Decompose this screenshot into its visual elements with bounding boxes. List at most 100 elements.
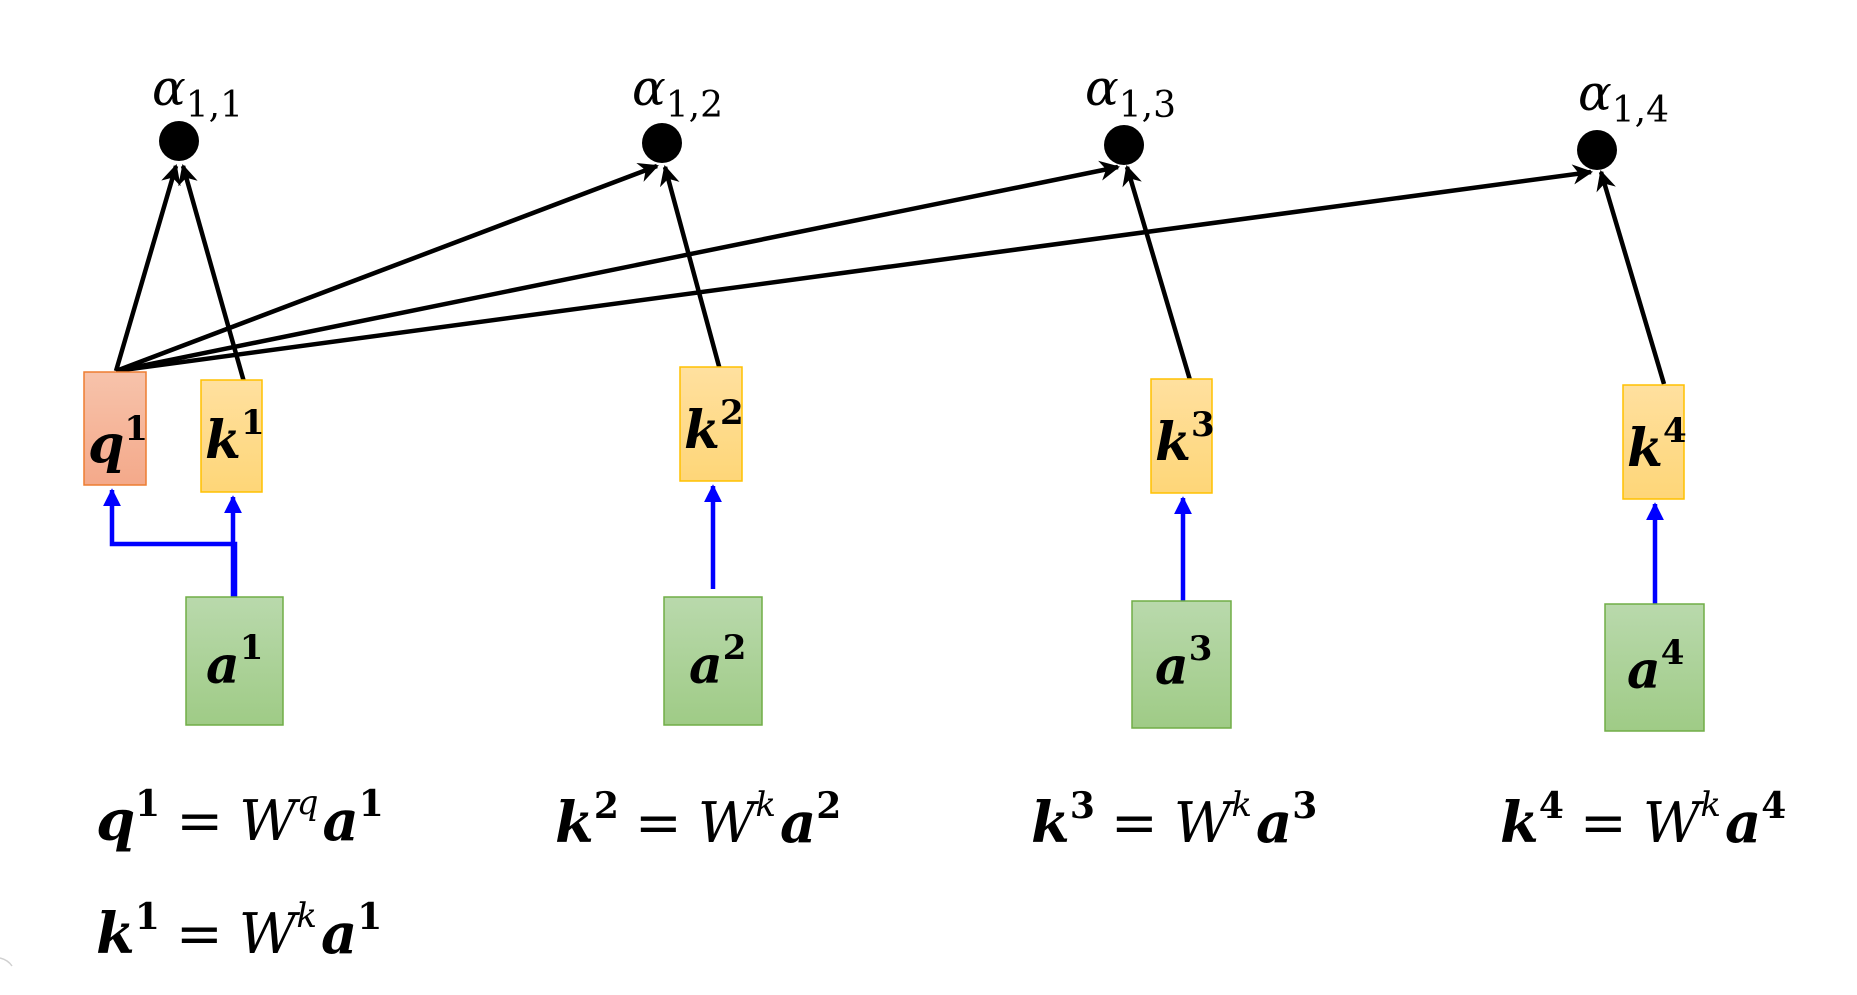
eq-weight-sup: q [297,783,319,823]
eq-lhs: q [96,788,135,854]
edge-k3-alpha13 [1122,165,1193,381]
alpha-subscript: 1,1 [186,85,243,126]
alpha-label-14: α1,4 [1578,64,1669,131]
eq-weight: W [239,789,301,854]
eq-rhs: a [780,790,816,856]
eq-lhs-sup: 1 [135,896,160,938]
eq-rhs-sup: 1 [359,783,384,825]
key-symbol: k [205,410,241,471]
input-box-a4: a4 [1604,603,1705,732]
key-box-k2: k2 [679,366,744,482]
input-box-a1: a1 [185,596,284,726]
edge-q1-alpha14 [115,164,1594,374]
eq-rhs-sup: 3 [1292,785,1317,827]
eq-sign: = [1580,791,1627,856]
projection-arrows [103,484,1664,606]
query-sup: 1 [124,409,148,449]
eq-rhs-sup: 4 [1761,785,1786,827]
key-box-k1: k1 [200,379,265,493]
edge-k4-alpha14 [1596,170,1667,385]
key-label: k1 [205,403,265,471]
eq-weight-sup: k [1231,785,1252,825]
input-symbol: a [1627,640,1661,701]
score-nodes [159,121,1617,170]
alpha-label-11: α1,1 [152,59,243,126]
eq-lhs: k [1500,790,1539,856]
input-sup: 4 [1661,633,1685,673]
alpha-symbol: α [632,59,666,117]
key-symbol: k [1155,412,1191,473]
alpha-label-12: α1,2 [632,59,723,126]
eq-lhs: k [1031,790,1070,856]
input-symbol: a [1155,636,1189,697]
equation-k1: k1=Wka1 [96,896,382,967]
edge-q1-alpha13 [115,160,1120,374]
alpha-symbol: α [1085,59,1119,117]
query-label: q1 [88,409,148,475]
input-label: a4 [1627,633,1684,701]
key-sup: 3 [1191,405,1215,445]
key-label: k2 [684,393,744,461]
score-node-alpha11 [159,121,199,161]
eq-sign: = [1111,791,1158,856]
input-sup: 2 [723,628,747,668]
key-label: k4 [1627,411,1687,479]
eq-rhs: a [321,901,357,967]
corner-arc [0,957,13,967]
alpha-symbol: α [1578,64,1612,122]
eq-weight-sup: k [296,896,317,936]
eq-lhs-sup: 2 [594,785,619,827]
alpha-subscript: 1,3 [1119,85,1176,126]
key-sup: 1 [241,403,265,443]
input-label: a1 [206,628,263,696]
equation-k3: k3=Wka3 [1031,785,1317,856]
equation-k4: k4=Wka4 [1500,785,1786,856]
input-sup: 3 [1189,629,1213,669]
input-symbol: a [689,635,723,696]
score-node-alpha14 [1577,130,1617,170]
eq-lhs: k [96,901,135,967]
alpha-subscript: 1,4 [1612,90,1669,131]
edge-k2-alpha12 [659,165,723,371]
edge-q1-alpha11 [113,164,181,372]
score-arrows [113,160,1667,385]
eq-weight: W [1643,791,1705,856]
input-box-a2: a2 [663,596,763,726]
score-node-alpha12 [642,123,682,163]
alpha-label-13: α1,3 [1085,59,1176,126]
alpha-symbol: α [152,59,186,117]
key-symbol: k [1627,418,1663,479]
key-box-k3: k3 [1150,378,1215,494]
input-label: a3 [1155,629,1212,697]
eq-sign: = [176,902,223,967]
equation-q1: q1=Wqa1 [96,783,384,854]
eq-rhs: a [1256,790,1292,856]
query-box-q1: q1 [83,371,148,486]
eq-rhs-sup: 1 [357,896,382,938]
key-symbol: k [684,400,720,461]
eq-weight-sup: k [755,785,776,825]
eq-lhs-sup: 3 [1070,785,1095,827]
edge-a1-q1 [103,488,238,598]
eq-lhs-sup: 4 [1539,785,1564,827]
eq-weight: W [1174,791,1236,856]
key-label: k3 [1155,405,1215,473]
key-sup: 4 [1663,411,1687,451]
eq-lhs-sup: 1 [135,783,160,825]
key-sup: 2 [720,393,744,433]
score-node-alpha13 [1104,125,1144,165]
eq-lhs: k [555,790,594,856]
edge-q1-alpha12 [115,162,659,374]
key-box-k4: k4 [1622,384,1687,500]
eq-rhs: a [322,788,358,854]
eq-weight: W [239,902,301,967]
eq-rhs: a [1725,790,1761,856]
input-label: a2 [689,628,746,696]
input-sup: 1 [240,628,264,668]
eq-rhs-sup: 2 [816,785,841,827]
equation-k2: k2=Wka2 [555,785,841,856]
query-symbol: q [88,414,124,475]
eq-weight: W [698,791,760,856]
eq-sign: = [176,789,223,854]
